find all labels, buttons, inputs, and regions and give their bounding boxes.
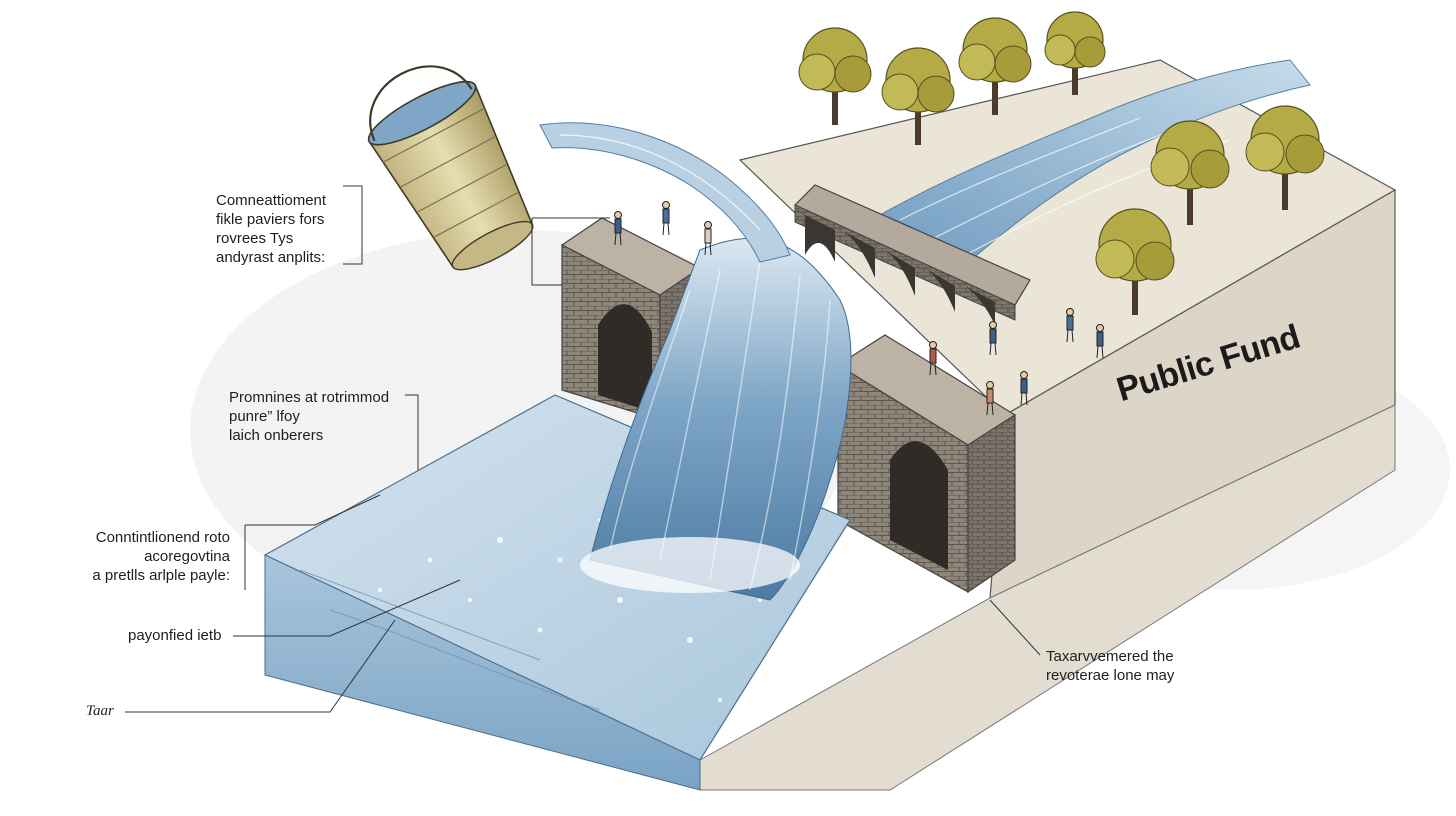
label-top-left-line-3: rovrees Tys bbox=[216, 230, 294, 247]
label-top-left-line-2: fikle paviers fors bbox=[216, 211, 325, 228]
waterfall bbox=[580, 237, 852, 601]
leader-top-left bbox=[531, 217, 610, 286]
leader-bottom-corner bbox=[125, 619, 396, 713]
right-tower bbox=[836, 334, 1017, 594]
label-bottom-right-line-2: revoterae lone may bbox=[1046, 667, 1175, 684]
bracket-top-left bbox=[343, 185, 363, 265]
label-bottom-corner-text: Taar bbox=[86, 703, 114, 719]
tree-icon bbox=[798, 11, 1325, 315]
bucket-icon bbox=[367, 65, 534, 271]
label-middle-left: Promnines at rotrimmod punre” lfoy laich… bbox=[229, 388, 389, 445]
label-bottom-corner: Taar bbox=[86, 702, 114, 721]
label-bottom-left: payonfied ietb bbox=[128, 626, 221, 645]
label-top-left-line-1: Comneattioment bbox=[216, 192, 327, 209]
label-bottom-right-line-1: Taxarvvemered the bbox=[1046, 648, 1174, 665]
label-bottom-left-text: payonfied ietb bbox=[128, 627, 222, 644]
leader-lines bbox=[125, 185, 1041, 713]
leader-middle-left bbox=[405, 394, 419, 470]
label-lower-left-line-1: Conntintlionend roto bbox=[95, 529, 230, 546]
bucket-stream bbox=[539, 122, 791, 263]
river bbox=[879, 59, 1311, 271]
label-bottom-right: Taxarvvemered the revoterae lone may bbox=[1046, 647, 1174, 685]
person-icon bbox=[614, 201, 1104, 416]
label-top-left-line-4: andyrast anplits: bbox=[216, 249, 326, 266]
label-lower-left-line-3: a pretlls arlple payle: bbox=[92, 567, 230, 584]
land-block bbox=[699, 59, 1397, 791]
bridge bbox=[793, 184, 1031, 325]
label-lower-left-line-2: acoregovtina bbox=[144, 548, 230, 565]
label-middle-left-line-2: punre” lfoy bbox=[229, 408, 300, 425]
leader-bottom-left bbox=[233, 579, 461, 637]
label-middle-left-line-1: Promnines at rotrimmod bbox=[229, 389, 390, 406]
label-middle-left-line-3: laich onberers bbox=[229, 427, 324, 444]
label-top-left: Comneattioment fikle paviers fors rovree… bbox=[216, 191, 326, 267]
leader-bottom-right bbox=[989, 599, 1041, 656]
label-lower-left: Conntintlionend roto acoregovtina a pret… bbox=[60, 528, 230, 585]
leader-lower-left bbox=[244, 494, 381, 590]
